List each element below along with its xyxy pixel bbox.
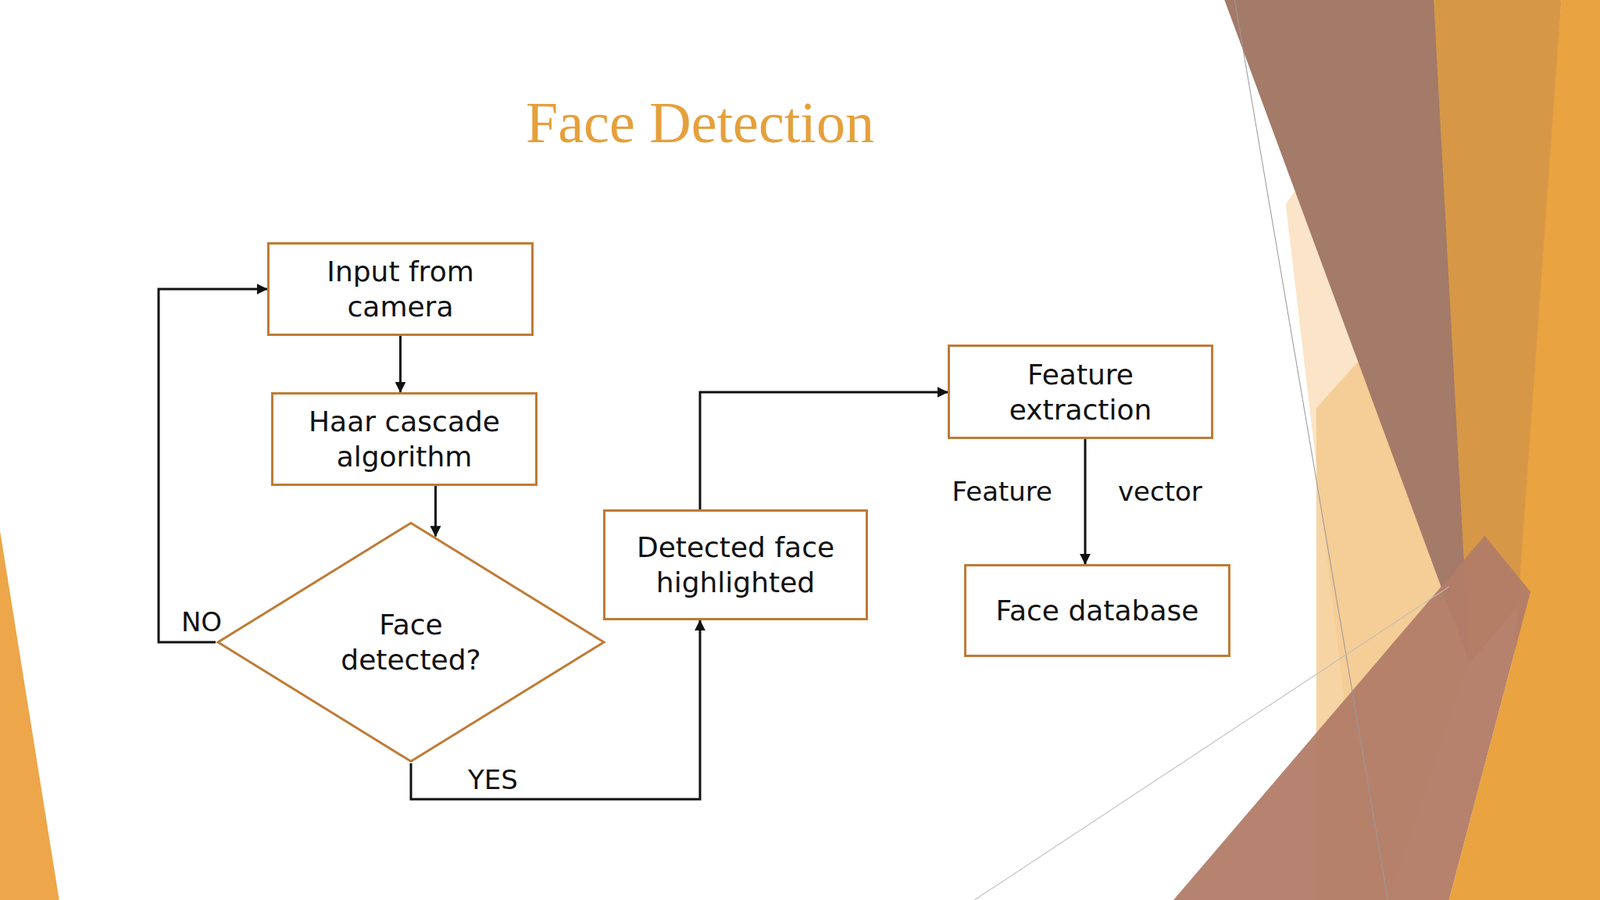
node-text: Face detected?: [321, 607, 501, 678]
diamond-outline: [217, 522, 604, 761]
node-text: Detected face highlighted: [618, 529, 854, 600]
edge-label: NO: [181, 606, 222, 639]
storage-box: Face database: [964, 564, 1231, 658]
process-box: Detected face highlighted: [603, 509, 868, 621]
node-text: Face database: [996, 592, 1200, 629]
node-text: Haar cascade algorithm: [287, 403, 522, 475]
accent-line: [1234, 0, 1388, 900]
diamond-outline: [215, 521, 607, 764]
accent-shape: [1224, 0, 1469, 664]
edge-label: Feature vector: [952, 475, 1203, 508]
connector: [434, 485, 437, 537]
connector: [700, 392, 948, 510]
edge-label: YES: [467, 764, 518, 797]
process-box: Haar cascade algorithm: [271, 392, 538, 486]
process-box: Input from camera: [267, 242, 534, 336]
connector: [158, 289, 268, 643]
corner-shape: [0, 530, 60, 900]
process-box: Feature extraction: [947, 344, 1214, 440]
connector: [399, 335, 402, 393]
node-text: Input from camera: [283, 253, 518, 325]
accent-shape: [1449, 489, 1600, 900]
decision-diamond: Face detected?: [215, 521, 607, 764]
slide-title: Face Detection: [525, 89, 875, 157]
node-text: Feature extraction: [963, 357, 1198, 428]
